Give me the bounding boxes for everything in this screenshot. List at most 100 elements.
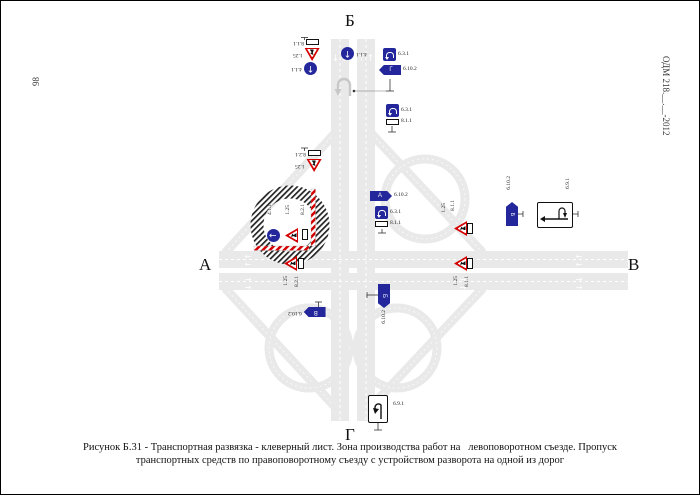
svg-text:←: ← [245, 252, 252, 261]
direction-sign-letter: Б [381, 294, 387, 298]
barrier-horizontal [253, 245, 310, 251]
sign-code-label: 4.1.1 [267, 204, 273, 215]
roadworks-triangle-icon [284, 256, 297, 271]
sign-code-label: 4.1.1 [291, 66, 302, 73]
sign-group-loop-entry-roadworks: 1.25 [295, 159, 322, 172]
sign-code-label: 8.1.1 [450, 200, 456, 211]
sign-code-label: 6.3.1 [390, 208, 401, 215]
sign-code-label: 6.3.1 [401, 106, 412, 113]
sign-code-label: 1.25 [283, 276, 289, 286]
sign-group-plate-center: 8.1.1 [375, 221, 401, 227]
roadworks-triangle-icon [454, 221, 467, 236]
direction-arrow-sign: Г [379, 65, 401, 75]
sign-code-label: 1.25 [453, 276, 459, 286]
plate-sign [302, 229, 308, 240]
sign-code-label: 1.25 [295, 163, 305, 170]
direction-sign-letter: А [377, 193, 382, 199]
plate-sign [375, 221, 388, 227]
svg-text:←: ← [576, 252, 583, 261]
sign-group-uturn-center: 6.3.1 [375, 206, 401, 219]
sign-group-direction-g: Г 6.10.2 [379, 65, 417, 75]
plate-sign [306, 39, 319, 45]
caption-line-1: Рисунок Б.31 - Транспортная развязка - к… [82, 442, 618, 453]
ramp-diagonals [221, 127, 487, 413]
sign-code-label: 6.10.2 [506, 176, 512, 190]
sign-code-label: 8.1.1 [464, 276, 470, 287]
uturn-sign-icon [383, 48, 396, 61]
sign-code-label: 4.1.1 [356, 51, 367, 58]
direction-letter-right: В [628, 255, 640, 274]
direction-arrow-sign: Б [378, 284, 390, 308]
direction-letter-top: Б [345, 11, 355, 30]
sign-group-uturn-top2: 6.3.1 [386, 104, 412, 117]
sign-group-plate-top2: 8.1.1 [386, 119, 412, 125]
main-roads [219, 39, 628, 421]
sign-code-label: 1.25 [441, 203, 447, 213]
uturn-road-marking [334, 77, 386, 96]
sign-code-label: 8.2.1 [294, 276, 300, 287]
uturn-sign-icon [375, 206, 388, 219]
sign-code-label: 8.1.1 [390, 220, 401, 227]
sign-group-nw-plate: 8.1.1 [293, 39, 319, 46]
sign-group-direction-v: В 6.10.2 [288, 307, 326, 317]
figure-caption: Рисунок Б.31 - Транспортная развязка - к… [1, 441, 699, 467]
svg-text:↓: ↓ [332, 54, 340, 64]
straight-ahead-icon [304, 62, 317, 75]
plate-sign [467, 223, 473, 234]
lane-markings [219, 39, 628, 421]
work-zone-hatch-ring [250, 185, 330, 265]
svg-text:→: → [576, 283, 583, 292]
direction-sign-letter: Г [389, 67, 393, 73]
plate-sign [298, 258, 304, 269]
sign-code-label: 6.10.2 [394, 192, 408, 199]
straight-ahead-icon [267, 229, 280, 242]
page-number: 98 [31, 77, 41, 86]
direction-sign-letter: Б [509, 212, 516, 216]
direction-letter-left: А [199, 255, 212, 274]
detour-scheme-icon [540, 207, 568, 222]
sign-code-label: 6.3.1 [398, 50, 409, 57]
sign-group-top-median: 4.1.1 [341, 47, 367, 60]
sign-group-nw-roadworks: 1.25 [293, 48, 320, 61]
caption-line-2: транспортных средств по правоповоротному… [135, 455, 565, 467]
sign-code-label: 6.10.2 [403, 66, 417, 73]
barrier-vertical [310, 188, 316, 247]
roadworks-triangle-icon [307, 159, 322, 172]
sign-code-label: 6.9.1 [393, 401, 404, 407]
sign-group-direction-a: А 6.10.2 [370, 191, 408, 201]
direction-arrow-sign: А [370, 191, 392, 201]
sign-code-label: 6.9.1 [565, 178, 571, 189]
roadworks-triangle-icon [285, 228, 298, 243]
svg-text:→: → [576, 275, 583, 284]
svg-text:→: → [245, 283, 252, 292]
sign-code-label: 8.1.1 [293, 39, 304, 46]
sign-code-label: 6.10.2 [288, 309, 302, 316]
doc-reference: ОДМ 218.__.__-2012 [661, 56, 671, 136]
svg-text:↑: ↑ [367, 54, 375, 64]
uturn-scheme-icon [373, 403, 382, 419]
sign-code-label: 8.2.1 [300, 204, 306, 215]
svg-text:←: ← [576, 260, 583, 269]
sign-code-label: 8.1.1 [401, 118, 412, 125]
direction-arrow-sign: Б [506, 202, 518, 226]
uturn-sign-icon [386, 104, 399, 117]
svg-text:→: → [460, 275, 467, 284]
sign-posts [301, 37, 579, 431]
svg-text:↑: ↑ [358, 54, 366, 64]
sign-code-label: 6.10.2 [381, 310, 387, 324]
direction-letter-bottom: Г [345, 425, 355, 444]
sign-group-loop-entry-plate: 8.2.1 [295, 150, 321, 157]
plate-sign [308, 150, 321, 156]
straight-ahead-icon [341, 47, 354, 60]
svg-text:→: → [245, 275, 252, 284]
sign-code-label: 1.25 [293, 52, 303, 59]
direction-sign-letter: В [313, 309, 318, 315]
direction-arrow-sign: В [304, 307, 326, 317]
sign-group-nw-straight: 4.1.1 [291, 62, 317, 75]
plate-sign [386, 119, 399, 125]
plate-sign [467, 258, 473, 269]
svg-text:→: → [460, 283, 467, 292]
detour-scheme-sign [537, 202, 573, 228]
